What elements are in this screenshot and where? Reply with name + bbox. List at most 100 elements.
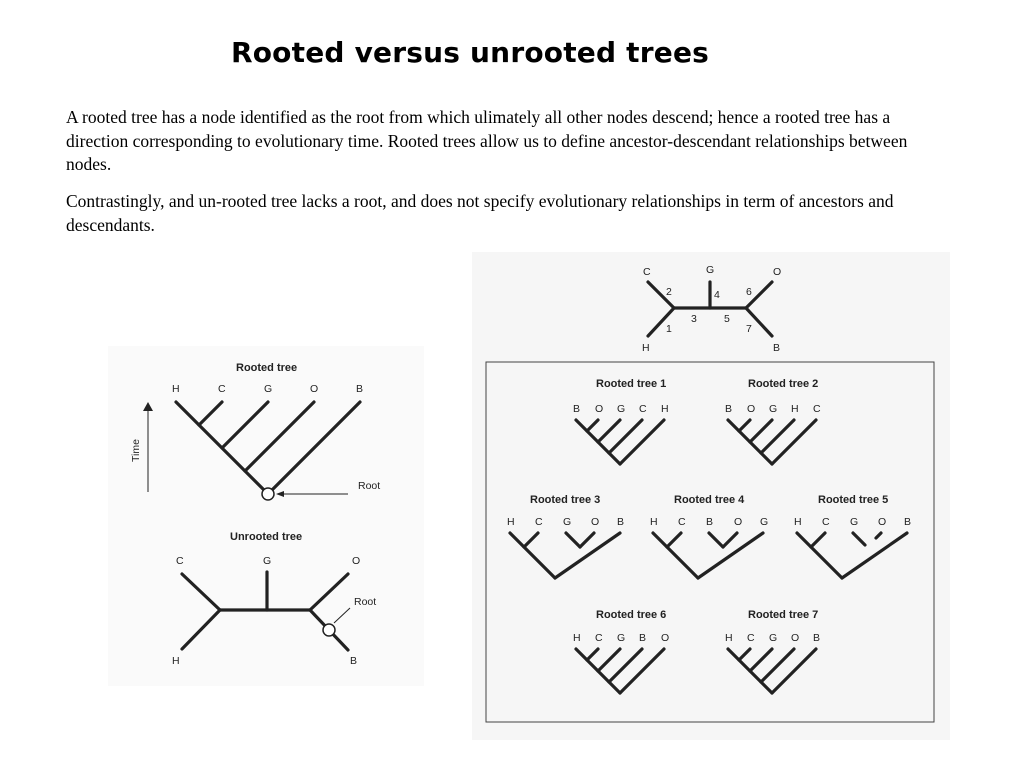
rooted-branch-g [220, 400, 270, 450]
rt7-branch-3 [748, 647, 774, 673]
rooted-root-node [261, 487, 275, 501]
rt2-branch-3 [748, 418, 774, 444]
rt2-branch-2 [737, 418, 752, 433]
rt5-taxon-2: C [822, 516, 830, 528]
rooted-taxon-b: B [356, 383, 363, 395]
rt6-branch-5 [618, 647, 666, 695]
rt2-taxon-3: G [769, 403, 777, 415]
rt4-branch-o [721, 531, 739, 549]
rt6-taxon-3: G [617, 632, 625, 644]
paragraph-unrooted-definition: Contrastingly, and un-rooted tree lacks … [66, 191, 894, 235]
unrooted-taxon-o: O [352, 555, 360, 567]
rt2-taxon-1: B [725, 403, 732, 415]
rt5-taxon-5: B [904, 516, 911, 528]
rt3-taxon-5: B [617, 516, 624, 528]
rt2-taxon-2: O [747, 403, 755, 415]
rt5-taxon-3: G [850, 516, 858, 528]
rt3-branch-o [578, 531, 596, 549]
rt4-branch-h [651, 531, 700, 580]
numbered-branch-h [646, 306, 676, 338]
rt7-taxon-1: H [725, 632, 733, 644]
time-arrow-head [143, 402, 153, 411]
rt1-branch-2 [585, 418, 600, 433]
rooted-tree-3-title: Rooted tree 3 [530, 494, 600, 506]
rt6-taxon-2: C [595, 632, 603, 644]
slide-title: Rooted versus unrooted trees [230, 36, 710, 69]
branch-number-6: 6 [746, 286, 752, 298]
rt1-taxon-1: B [573, 403, 580, 415]
rt5-branch-h [795, 531, 844, 580]
rt3-branch-g [564, 531, 582, 549]
rt2-taxon-5: C [813, 403, 821, 415]
numbered-taxon-c: C [643, 266, 651, 278]
rooted-branch-o [243, 400, 316, 473]
rooted-taxon-g: G [264, 383, 272, 395]
rt3-taxon-3: G [563, 516, 571, 528]
rooted-tree-7-title: Rooted tree 7 [748, 609, 818, 621]
unrooted-tree-heading: Unrooted tree [230, 531, 302, 543]
unrooted-root-pointer-line [333, 607, 351, 624]
rt4-branch-g [696, 531, 765, 580]
numbered-branch-b [744, 306, 774, 338]
rooted-tree-5-title: Rooted tree 5 [818, 494, 888, 506]
rt4-taxon-4: O [734, 516, 742, 528]
rooted-tree-heading: Rooted tree [236, 362, 297, 374]
rt3-branch-c [522, 531, 540, 549]
rt2-branch-4 [759, 418, 796, 455]
rt4-branch-b [707, 531, 725, 549]
rt6-taxon-1: H [573, 632, 581, 644]
rt2-taxon-4: H [791, 403, 799, 415]
numbered-branch-o [744, 280, 774, 310]
rt6-branch-2 [585, 647, 600, 662]
rt5-branch-g [851, 531, 867, 547]
rt1-branch-3 [596, 418, 622, 444]
rt7-branch-4 [759, 647, 796, 684]
rt1-taxon-2: O [595, 403, 603, 415]
rt5-branch-b [840, 531, 909, 580]
rt5-branch-c [809, 531, 827, 549]
left-figure-svg: Rooted tree Time H C G O B Root Unrooted… [130, 362, 380, 667]
rt7-branch-5 [770, 647, 818, 695]
rt4-branch-c [665, 531, 683, 549]
rt5-branch-o [874, 531, 883, 540]
time-label: Time [130, 439, 142, 462]
numbered-taxon-b: B [773, 342, 780, 354]
branch-number-1: 1 [666, 323, 672, 335]
unrooted-branch-o [308, 572, 350, 612]
rt3-branch-h [508, 531, 557, 580]
rooted-tree-6-title: Rooted tree 6 [596, 609, 666, 621]
rooted-taxon-h: H [172, 383, 180, 395]
rt1-taxon-4: C [639, 403, 647, 415]
rt4-taxon-5: G [760, 516, 768, 528]
unrooted-root-label: Root [354, 596, 376, 608]
numbered-taxon-h: H [642, 342, 650, 354]
rooted-tree-2-title: Rooted tree 2 [748, 378, 818, 390]
rt7-taxon-3: G [769, 632, 777, 644]
paragraph-rooted-definition: A rooted tree has a node identified as t… [66, 107, 908, 174]
rt7-taxon-4: O [791, 632, 799, 644]
rt3-taxon-4: O [591, 516, 599, 528]
rt2-branch-5 [770, 418, 818, 466]
branch-number-5: 5 [724, 313, 730, 325]
rt1-branch-4 [607, 418, 644, 455]
rt4-taxon-2: C [678, 516, 686, 528]
rooted-branch-c [197, 400, 224, 427]
root-pointer-arrow [276, 491, 284, 497]
rooted-trees-frame [485, 361, 935, 723]
rooted-tree-1-title: Rooted tree 1 [596, 378, 666, 390]
rt7-taxon-2: C [747, 632, 755, 644]
rt1-taxon-3: G [617, 403, 625, 415]
rt3-taxon-1: H [507, 516, 515, 528]
rt6-taxon-5: O [661, 632, 669, 644]
right-figure-svg: C G O H B 1 2 3 4 5 6 7 Rooted tree 1 B … [485, 264, 935, 723]
rooted-tree-4-title: Rooted tree 4 [674, 494, 745, 506]
rt1-taxon-5: H [661, 403, 669, 415]
unrooted-branch-c [180, 572, 222, 612]
branch-number-4: 4 [714, 289, 720, 301]
branch-number-2: 2 [666, 286, 672, 298]
rooted-taxon-c: C [218, 383, 226, 395]
right-figure-seven-rootings: C G O H B 1 2 3 4 5 6 7 Rooted tree 1 B … [472, 252, 950, 740]
unrooted-taxon-g: G [263, 555, 271, 567]
unrooted-taxon-b: B [350, 655, 357, 667]
numbered-taxon-g: G [706, 264, 714, 276]
